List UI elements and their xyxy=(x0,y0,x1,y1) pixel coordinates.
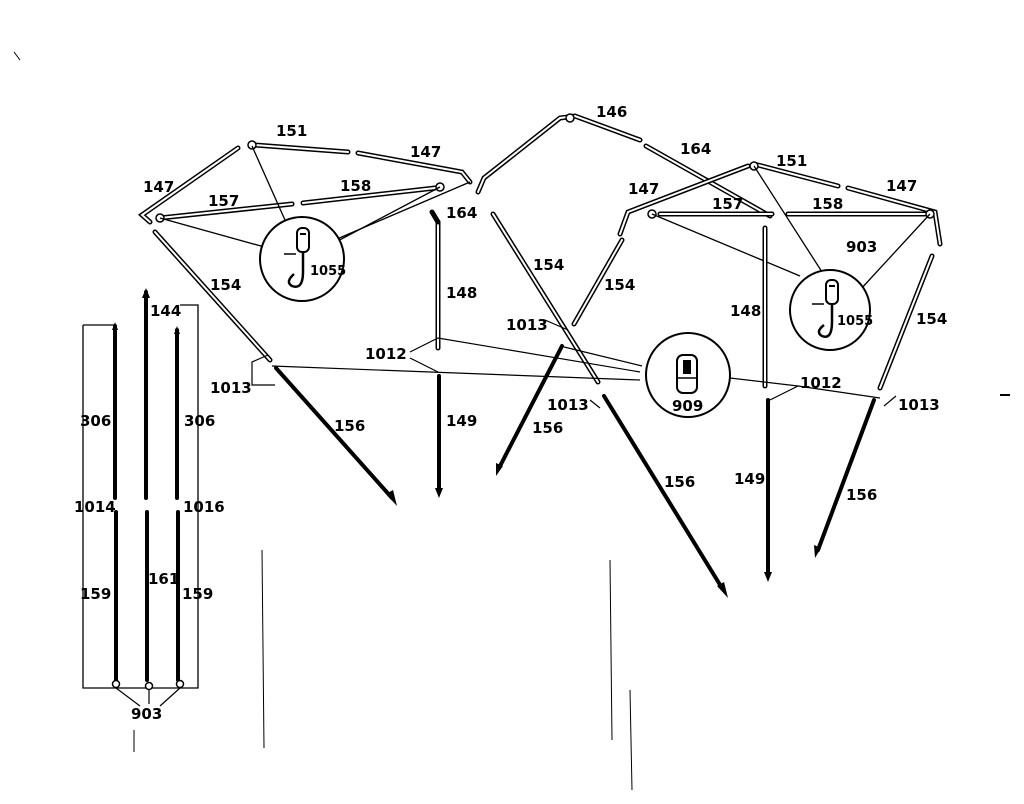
label-161: 161 xyxy=(148,570,179,588)
leg-tube-156-short xyxy=(497,344,564,470)
left-canopy-frame xyxy=(137,140,473,506)
label-154: 154 xyxy=(533,256,564,274)
label-1055: 1055 xyxy=(837,314,873,329)
label-149: 149 xyxy=(446,412,477,430)
label-1013: 1013 xyxy=(898,396,940,414)
label-151: 151 xyxy=(276,122,307,140)
label-158: 158 xyxy=(340,177,371,195)
label-157: 157 xyxy=(208,192,239,210)
strap-pole-set xyxy=(82,288,199,707)
label-159: 159 xyxy=(182,585,213,603)
leg-tube-156-left xyxy=(274,366,394,500)
label-157: 157 xyxy=(712,195,743,213)
label-306: 306 xyxy=(80,412,111,430)
joint xyxy=(565,113,575,123)
label-156: 156 xyxy=(532,419,563,437)
label-164: 164 xyxy=(446,204,477,222)
label-147: 147 xyxy=(886,177,917,195)
label-1013: 1013 xyxy=(210,379,252,397)
label-1016: 1016 xyxy=(183,498,225,516)
label-156: 156 xyxy=(846,486,877,504)
label-148: 148 xyxy=(730,302,761,320)
label-156: 156 xyxy=(334,417,365,435)
label-149: 149 xyxy=(734,470,765,488)
part-labels: 151 147 147 157 158 164 154 1055 1013 10… xyxy=(74,103,947,723)
label-159: 159 xyxy=(80,585,111,603)
label-158: 158 xyxy=(812,195,843,213)
right-canopy-frame xyxy=(571,161,943,582)
label-1013: 1013 xyxy=(506,316,548,334)
bow-tube-146 xyxy=(475,113,643,195)
label-1012: 1012 xyxy=(365,345,407,363)
label-154: 154 xyxy=(604,276,635,294)
label-1013: 1013 xyxy=(547,396,589,414)
label-156: 156 xyxy=(664,473,695,491)
label-1012: 1012 xyxy=(800,374,842,392)
label-306: 306 xyxy=(184,412,215,430)
label-909: 909 xyxy=(672,397,703,415)
joint xyxy=(111,679,121,689)
joint xyxy=(144,681,154,691)
label-1055: 1055 xyxy=(310,264,346,279)
scan-artifacts xyxy=(13,51,1010,791)
label-903: 903 xyxy=(131,705,162,723)
joint xyxy=(247,140,257,150)
hook-detail-bubble-right xyxy=(789,269,871,351)
label-154: 154 xyxy=(916,310,947,328)
clip-icon xyxy=(676,354,698,394)
label-144: 144 xyxy=(150,302,181,320)
leg-tube-156-center xyxy=(602,394,724,590)
label-1014: 1014 xyxy=(74,498,116,516)
label-148: 148 xyxy=(446,284,477,302)
label-151: 151 xyxy=(776,152,807,170)
label-147: 147 xyxy=(628,180,659,198)
leg-tube-156-right xyxy=(816,398,876,552)
label-147: 147 xyxy=(143,178,174,196)
hook-icon xyxy=(284,227,310,288)
label-164: 164 xyxy=(680,140,711,158)
joint xyxy=(175,679,185,689)
hook-icon xyxy=(812,279,839,338)
label-903: 903 xyxy=(846,238,877,256)
label-146: 146 xyxy=(596,103,627,121)
label-147: 147 xyxy=(410,143,441,161)
label-154: 154 xyxy=(210,276,241,294)
